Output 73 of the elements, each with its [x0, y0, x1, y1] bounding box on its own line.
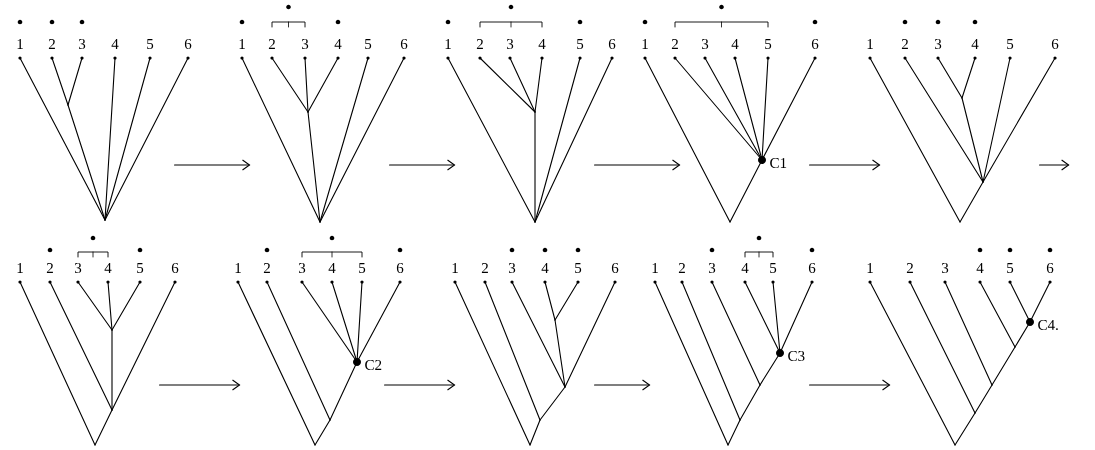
leaf-number: 1 [235, 263, 241, 273]
node-label: C2 [365, 359, 382, 371]
leaf-number: 1 [239, 39, 245, 49]
node-label: C3 [788, 350, 805, 362]
leaf-number: 2 [46, 263, 53, 273]
leaf-number: 3 [299, 262, 306, 274]
leaf-number: 4 [104, 263, 112, 273]
leaf-number: 2 [678, 263, 685, 273]
leaf-number: 4 [541, 263, 549, 273]
leaf-number: 6 [808, 262, 816, 274]
leaf-number: 6 [171, 262, 179, 274]
leaf-number: 6 [608, 38, 616, 50]
arrow [389, 159, 456, 171]
leaf-number: 1 [17, 263, 23, 273]
leaf-number: 6 [811, 38, 819, 50]
leaf-number: 6 [1051, 38, 1059, 50]
leaf-number: 1 [642, 39, 648, 49]
leaf-number: 2 [268, 39, 275, 49]
leaf-number: 3 [942, 262, 949, 274]
leaf-number: 2 [476, 39, 483, 49]
leaf-number: 2 [901, 39, 908, 49]
leaf-number: 5 [770, 263, 777, 273]
leaf-number: 5 [575, 263, 582, 273]
leaf-number: 1 [867, 263, 873, 273]
leaf-number: 1 [867, 39, 873, 49]
leaf-number: 3 [507, 38, 514, 50]
leaf-number: 4 [111, 39, 119, 49]
leaf-number: 2 [906, 263, 913, 273]
leaf-number: 1 [17, 39, 23, 49]
leaf-number: 4 [741, 263, 749, 273]
leaf-number: 4 [538, 39, 546, 49]
arrow [384, 379, 456, 391]
leaf-number: 6 [400, 38, 408, 50]
leaf-number: 3 [935, 38, 942, 50]
leaf-number: 1 [452, 263, 458, 273]
leaf-number: 3 [74, 262, 82, 274]
leaf-number: 3 [302, 38, 309, 50]
leaf-number: 3 [78, 38, 86, 50]
leaf-number: 5 [1007, 39, 1014, 49]
leaf-number: 6 [611, 262, 619, 274]
leaf-number: 3 [509, 262, 516, 274]
arrow [809, 159, 881, 171]
arrow [594, 159, 681, 171]
leaf-number: 1 [652, 263, 658, 273]
leaf-number: 4 [731, 39, 739, 49]
leaf-number: 5 [365, 39, 372, 49]
leaf-number: 4 [328, 263, 336, 273]
arrow [159, 379, 241, 391]
leaf-number: 3 [709, 262, 716, 274]
leaf-number: 6 [396, 262, 404, 274]
leaf-number: 4 [976, 263, 984, 273]
leaf-number: 5 [1007, 263, 1014, 273]
leaf-number: 1 [445, 39, 451, 49]
arrow [809, 379, 891, 391]
leaf-number: 2 [48, 39, 55, 49]
leaf-number: 5 [577, 39, 584, 49]
leaf-number: 5 [137, 263, 144, 273]
node-label: C1 [770, 157, 787, 169]
leaf-number: 6 [184, 38, 192, 50]
leaf-number: 6 [1046, 262, 1054, 274]
leaf-number: 2 [671, 39, 678, 49]
arrow [1039, 159, 1070, 171]
leaf-number: 2 [263, 263, 270, 273]
node-label: C4. [1038, 319, 1058, 331]
leaf-number: 3 [702, 38, 709, 50]
leaf-number: 5 [359, 263, 366, 273]
leaf-number: 5 [147, 39, 154, 49]
arrow [174, 159, 251, 171]
leaf-number: 2 [481, 263, 488, 273]
leaf-number: 4 [971, 39, 979, 49]
arrow [594, 379, 651, 391]
leaf-number: 4 [334, 39, 342, 49]
leaf-number: 5 [765, 39, 772, 49]
